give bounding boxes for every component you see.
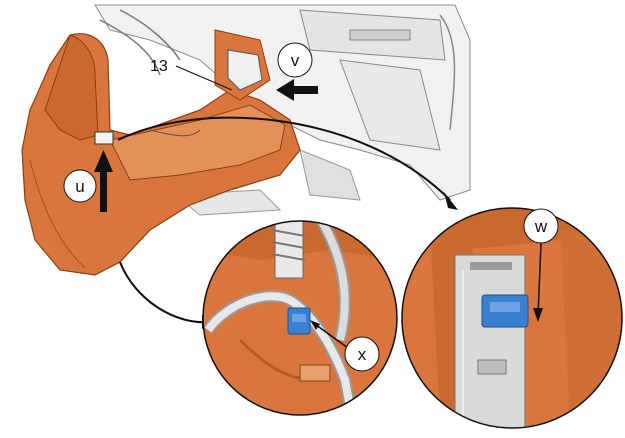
arrow-v [276,79,318,101]
dashboard-background [94,4,471,216]
callout-v: v [277,42,313,78]
curved-arrow-to-detail-x [119,261,216,329]
connector-x-blue [287,307,311,335]
callout-u-text: u [75,177,84,196]
detail-circle-connector-x [202,220,398,416]
center-console-trim [21,29,301,276]
callout-x-text: x [358,345,367,364]
callout-x: x [344,336,380,372]
callout-v-text: v [291,51,300,70]
detail-circle-connector-w [401,207,623,429]
callout-u: u [63,169,97,203]
arrow-u [94,150,113,212]
connector-w-blue [481,294,529,328]
part-number-label: 13 [150,58,233,91]
curved-arrow-to-detail-w [117,116,458,210]
callout-w-text: w [534,217,548,236]
callout-w: w [523,208,559,244]
part-number-text: 13 [150,58,168,75]
